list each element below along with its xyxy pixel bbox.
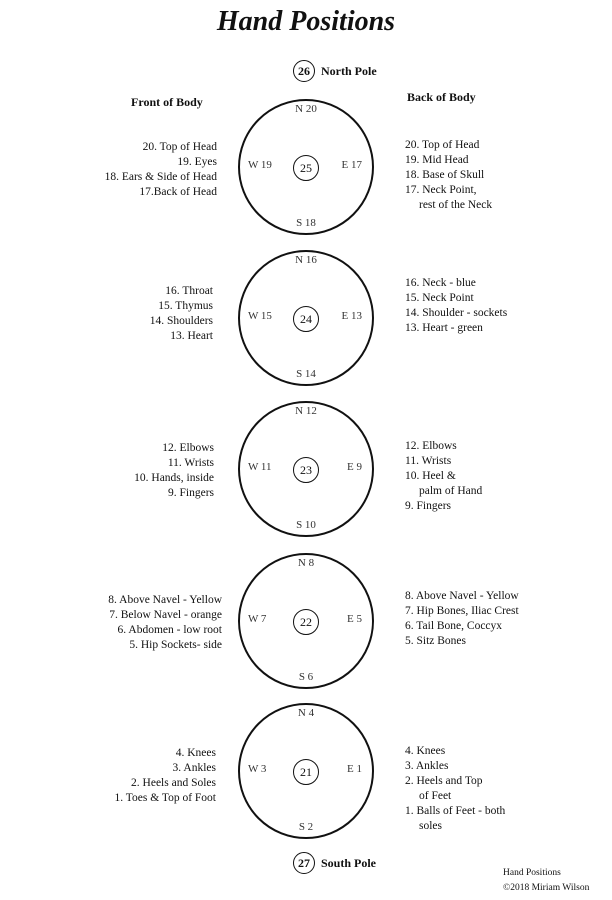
list-item: soles [419,820,442,832]
list-item: 6. Tail Bone, Coccyx [405,620,503,632]
front-list-neck: 16. Throat 15. Thymus 14. Shoulders 13. … [150,284,213,344]
west-position: W 11 [248,461,272,473]
list-item: of Feet [419,790,452,802]
list-item: 2. Heels and Soles [131,777,216,789]
north-position: N 16 [295,254,317,266]
front-of-body-heading: Front of Body [131,95,203,109]
torso-circle: N 8 W 7 E 5 S 6 22 [238,553,374,689]
front-list-torso: 8. Above Navel - Yellow 7. Below Navel -… [108,593,222,653]
footer-title: Hand Positions [503,868,561,878]
list-item: 16. Throat [165,285,213,297]
south-position: S 14 [296,368,316,380]
center-position: 21 [293,759,319,785]
list-item: 18. Ears & Side of Head [104,171,217,183]
north-position: N 4 [297,707,315,719]
south-position: S 10 [296,519,316,531]
north-position: N 20 [295,103,317,115]
neck-circle: N 16 W 15 E 13 S 14 24 [238,250,374,386]
south-pole: 27 South Pole [293,852,376,874]
list-item: 16. Neck - blue [405,277,476,289]
list-item: 10. Hands, inside [134,472,214,484]
list-item: 4. Knees [405,745,446,757]
list-item: 2. Heels and Top [405,775,483,787]
east-position: E 5 [347,613,362,625]
south-pole-number: 27 [293,852,315,874]
list-item: 9. Fingers [405,500,451,512]
list-item: 19. Eyes [177,156,217,168]
arms-circle: N 12 W 11 E 9 S 10 23 [238,401,374,537]
list-item: 15. Neck Point [405,292,474,304]
list-item: 11. Wrists [167,457,214,469]
list-item: rest of the Neck [419,199,493,211]
center-position: 25 [293,155,319,181]
list-item: 20. Top of Head [142,141,217,153]
west-position: W 19 [248,159,272,171]
south-position: S 18 [296,217,316,229]
north-pole-number: 26 [293,60,315,82]
north-pole-label: North Pole [321,63,377,78]
front-list-head: 20. Top of Head 19. Eyes 18. Ears & Side… [105,140,217,200]
list-item: palm of Hand [419,485,483,497]
list-item: 19. Mid Head [405,154,469,166]
back-list-torso: 8. Above Navel - Yellow 7. Hip Bones, Il… [405,589,519,649]
north-position: N 8 [297,557,315,569]
list-item: 14. Shoulders [149,315,213,327]
list-item: 1. Balls of Feet - both [405,805,506,817]
list-item: 4. Knees [175,747,216,759]
list-item: 3. Ankles [172,762,216,774]
list-item: 12. Elbows [162,442,214,454]
list-item: 20. Top of Head [405,139,480,151]
list-item: 5. Hip Sockets- side [129,639,222,651]
back-list-legs: 4. Knees 3. Ankles 2. Heels and Top of F… [405,744,505,834]
list-item: 1. Toes & Top of Foot [114,792,216,804]
back-list-head: 20. Top of Head 19. Mid Head 18. Base of… [405,138,492,213]
list-item: 18. Base of Skull [405,169,485,181]
west-position: W 15 [248,310,272,322]
list-item: 8. Above Navel - Yellow [108,594,222,606]
list-item: 17. Neck Point, [405,184,477,196]
legs-circle: N 4 W 3 E 1 S 2 21 [238,703,374,839]
north-position: N 12 [295,405,317,417]
front-list-arms: 12. Elbows 11. Wrists 10. Hands, inside … [134,441,214,501]
list-item: 7. Below Navel - orange [109,609,222,621]
south-position: S 2 [298,821,314,833]
east-position: E 17 [341,159,362,171]
list-item: 8. Above Navel - Yellow [405,590,519,602]
center-position: 24 [293,306,319,332]
list-item: 12. Elbows [405,440,457,452]
footer-copyright: ©2018 Miriam Wilson [503,883,590,893]
list-item: 14. Shoulder - sockets [405,307,508,319]
west-position: W 7 [248,613,267,625]
south-position: S 6 [298,671,314,683]
east-position: E 13 [341,310,362,322]
list-item: 9. Fingers [168,487,214,499]
list-item: 13. Heart [170,330,213,342]
list-item: 17.Back of Head [139,186,217,198]
list-item: 11. Wrists [405,455,452,467]
west-position: W 3 [248,763,267,775]
south-pole-label: South Pole [321,855,377,870]
list-item: 13. Heart - green [405,322,483,334]
back-list-arms: 12. Elbows 11. Wrists 10. Heel & palm of… [405,439,482,514]
head-circle: N 20 W 19 E 17 S 18 25 [238,99,374,235]
back-of-body-heading: Back of Body [407,90,476,104]
list-item: 7. Hip Bones, Iliac Crest [405,605,519,617]
list-item: 10. Heel & [405,470,456,482]
page-title: Hand Positions [216,6,396,37]
list-item: 3. Ankles [405,760,449,772]
center-position: 22 [293,609,319,635]
front-list-legs: 4. Knees 3. Ankles 2. Heels and Soles 1.… [115,746,216,806]
list-item: 6. Abdomen - low root [117,624,222,636]
center-position: 23 [293,457,319,483]
back-list-neck: 16. Neck - blue 15. Neck Point 14. Shoul… [405,276,507,336]
list-item: 5. Sitz Bones [405,635,467,647]
list-item: 15. Thymus [158,300,213,312]
east-position: E 1 [347,763,362,775]
north-pole: 26 North Pole [293,60,377,82]
east-position: E 9 [347,461,362,473]
